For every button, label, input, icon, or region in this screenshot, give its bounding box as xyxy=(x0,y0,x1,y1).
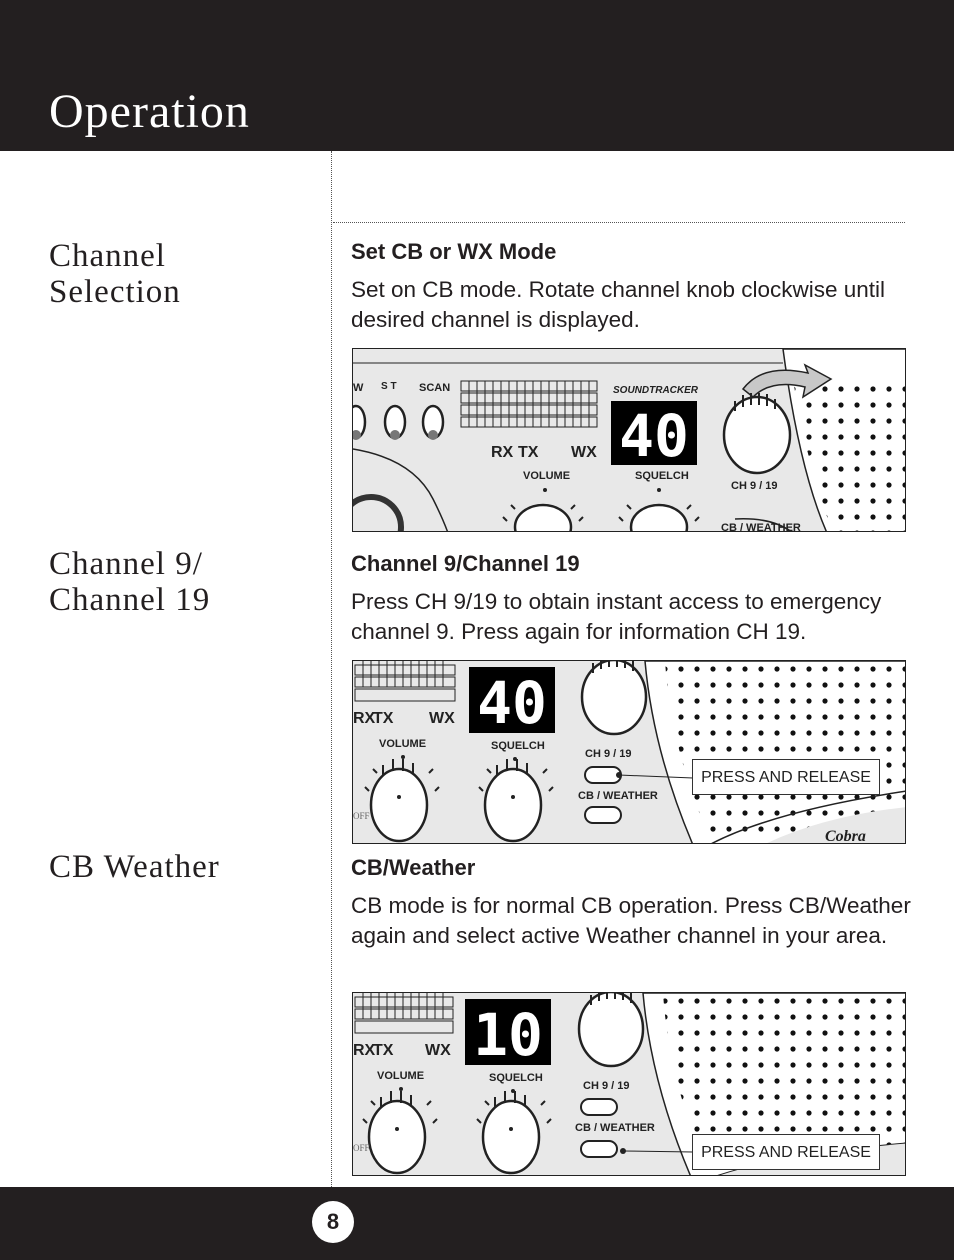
side-title-channel-9-19: Channel 9/ Channel 19 xyxy=(49,546,211,618)
header-bar: Operation xyxy=(0,0,954,151)
label-cb-weather: CB / WEATHER xyxy=(578,790,658,802)
label-tx: TX xyxy=(373,1042,394,1059)
radio-panel-channel-knob: W SCAN S T RX TX WX 40 SOUNDTRACKER xyxy=(352,348,906,532)
squelch-knob-icon xyxy=(481,1099,541,1175)
label-w: W xyxy=(353,382,364,394)
subtitle-channel-9-19: Channel 9/Channel 19 xyxy=(351,551,580,576)
label-rx: RX xyxy=(353,1042,376,1059)
label-tx: TX xyxy=(518,444,539,461)
body-cb-weather: CB mode is for normal CB operation. Pres… xyxy=(351,893,911,948)
column-divider xyxy=(331,151,332,1187)
callout-press-release: PRESS AND RELEASE xyxy=(692,759,880,795)
label-squelch: SQUELCH xyxy=(491,740,545,752)
label-st-icon: S T xyxy=(381,381,397,392)
channel-display xyxy=(611,401,697,465)
label-volume: VOLUME xyxy=(523,470,570,482)
page-number: 8 xyxy=(312,1201,354,1243)
volume-knob-icon xyxy=(369,767,429,843)
squelch-knob-icon xyxy=(483,767,543,843)
ch919-button-icon xyxy=(580,1098,618,1116)
channel-display xyxy=(469,667,555,733)
label-wx: WX xyxy=(429,710,455,727)
svg-text:OFF: OFF xyxy=(353,811,370,821)
label-ch919: CH 9 / 19 xyxy=(583,1080,629,1092)
display-value: 10 xyxy=(473,1001,543,1069)
label-ch919: CH 9 / 19 xyxy=(731,480,777,492)
cb-weather-button-icon xyxy=(580,1140,618,1158)
signal-meter-icon xyxy=(354,993,454,1034)
signal-meter-icon xyxy=(354,661,456,702)
label-tx: TX xyxy=(373,710,394,727)
body-channel-selection: Set on CB mode. Rotate channel knob cloc… xyxy=(351,277,886,332)
subtitle-set-cb-wx-mode: Set CB or WX Mode xyxy=(351,239,557,264)
subtitle-cb-weather: CB/Weather xyxy=(351,855,476,880)
side-title-channel-selection: Channel Selection xyxy=(49,238,181,310)
callout-press-release: PRESS AND RELEASE xyxy=(692,1134,880,1170)
label-volume: VOLUME xyxy=(379,738,426,750)
radio-panel-ch919: Cobra RX TX WX 40 VOLUME SQUELCH CH 9 / … xyxy=(352,660,906,844)
label-volume: VOLUME xyxy=(377,1070,424,1082)
label-cb-weather: CB / WEATHER xyxy=(721,522,801,532)
label-scan: SCAN xyxy=(419,382,450,394)
body-channel-9-19: Press CH 9/19 to obtain instant access t… xyxy=(351,589,882,644)
label-wx: WX xyxy=(425,1042,451,1059)
side-title-cb-weather: CB Weather xyxy=(49,849,220,885)
svg-text:OFF: OFF xyxy=(353,1143,370,1153)
display-value: 40 xyxy=(477,669,547,737)
page-title: Operation xyxy=(49,85,250,138)
display-value: 40 xyxy=(619,402,689,470)
label-cb-weather: CB / WEATHER xyxy=(575,1122,655,1134)
section-divider xyxy=(333,222,905,223)
volume-knob-icon xyxy=(513,503,573,531)
volume-knob-icon xyxy=(367,1099,427,1175)
label-squelch: SQUELCH xyxy=(635,470,689,482)
channel-knob-icon xyxy=(577,993,645,1068)
label-rx: RX xyxy=(491,444,514,461)
toggle-switches-icon xyxy=(353,404,445,440)
ch919-button-icon xyxy=(584,766,622,784)
label-wx: WX xyxy=(571,444,597,461)
squelch-knob-icon xyxy=(629,503,689,531)
channel-knob-icon xyxy=(580,661,648,736)
cb-weather-button-icon xyxy=(584,806,622,824)
footer-bar xyxy=(0,1187,954,1260)
side-knob-icon xyxy=(353,494,404,531)
label-rx: RX xyxy=(353,710,376,727)
label-squelch: SQUELCH xyxy=(489,1072,543,1084)
rotate-arrow-icon xyxy=(741,363,833,399)
channel-display xyxy=(465,999,551,1065)
label-ch919: CH 9 / 19 xyxy=(585,748,631,760)
brand-logo: Cobra xyxy=(825,828,866,844)
channel-knob-icon xyxy=(722,395,792,475)
signal-meter-icon xyxy=(460,380,598,428)
label-soundtracker: SOUNDTRACKER xyxy=(613,385,699,396)
